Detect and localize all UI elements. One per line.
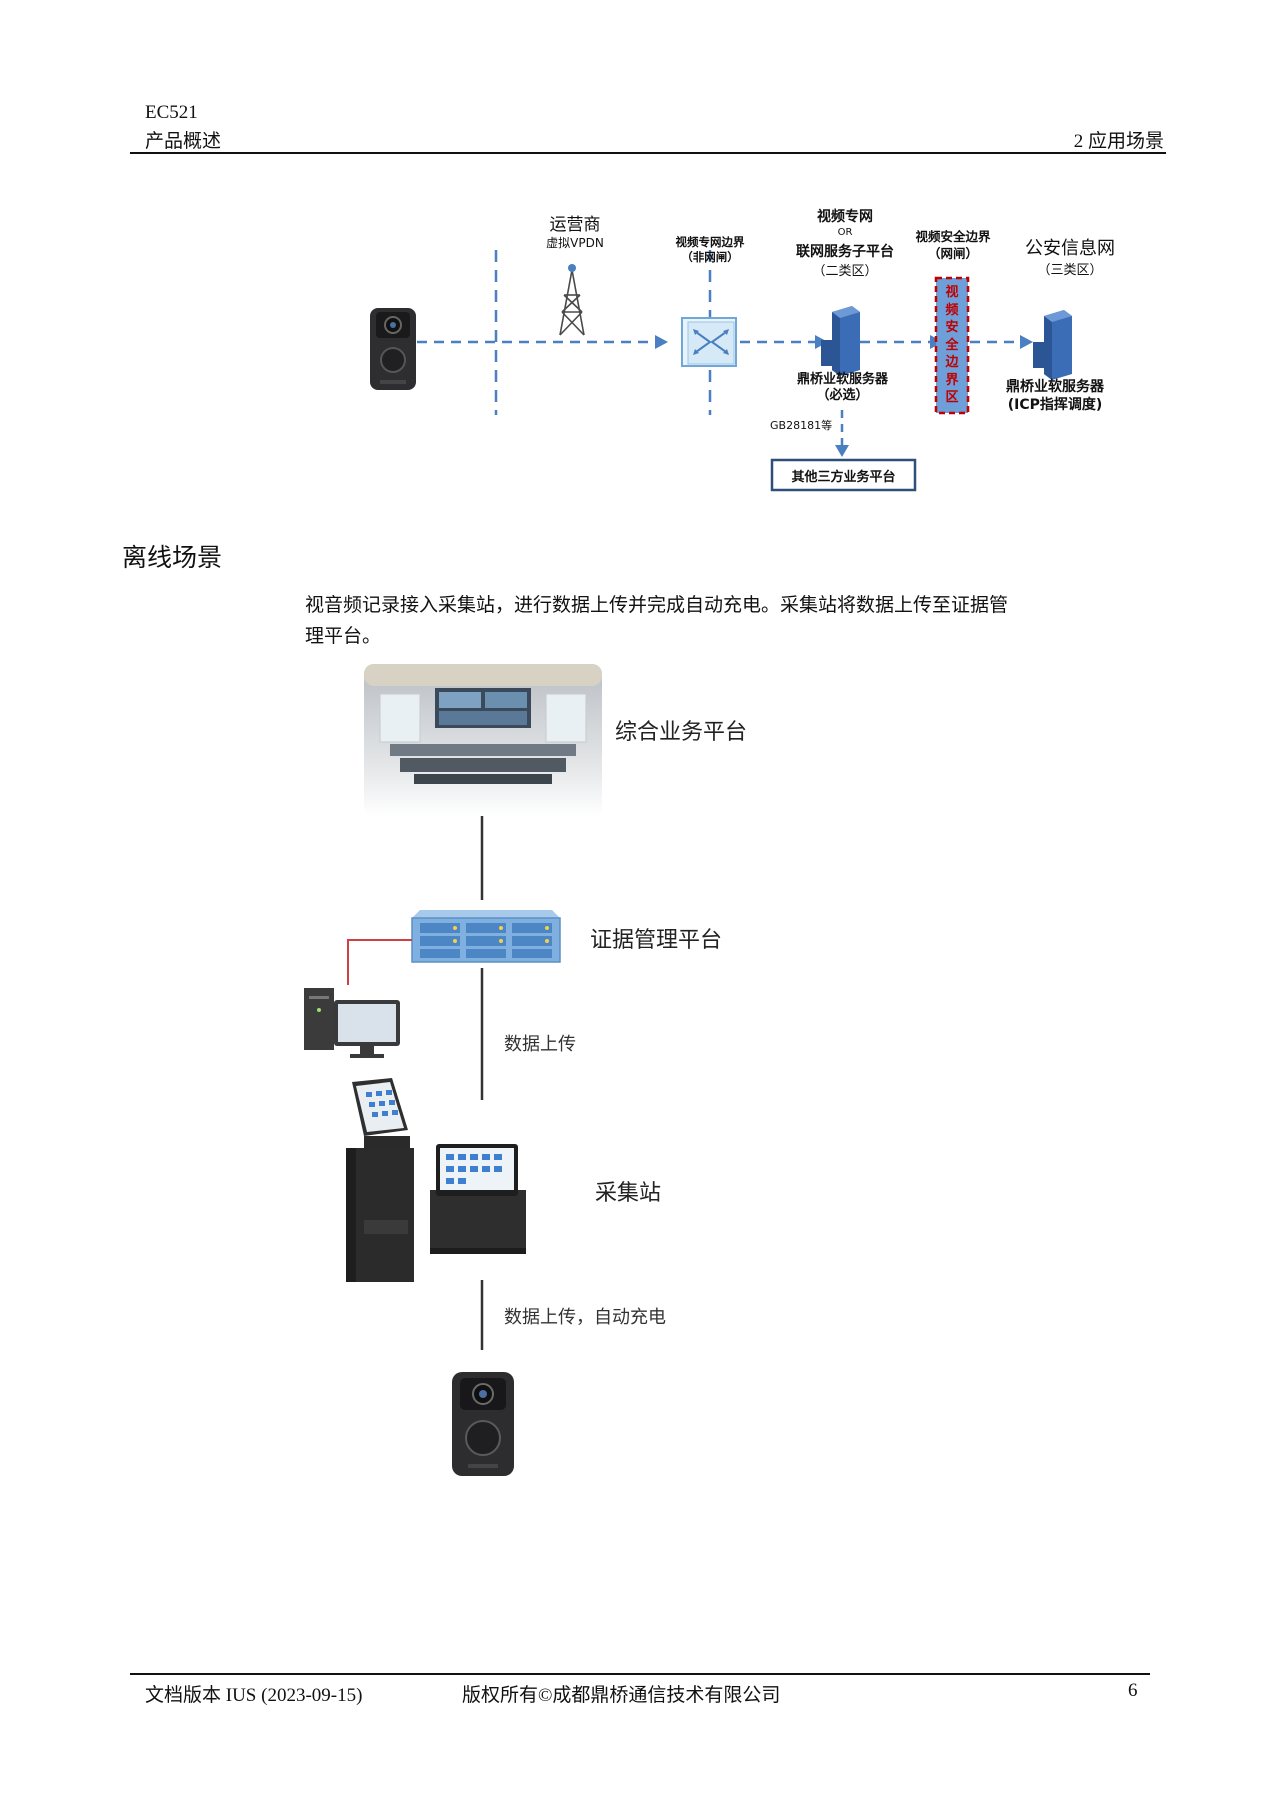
server2-note: (ICP指挥调度)	[1007, 397, 1103, 413]
desktop-station-icon	[430, 1144, 526, 1254]
footer-version: 文档版本 IUS (2023-09-15)	[145, 1685, 363, 1706]
server2-label: 鼎桥业软服务器	[1006, 379, 1104, 395]
boundary2-sub: （网闸）	[927, 246, 978, 261]
evidence-server-icon	[411, 910, 561, 963]
flow-arrow-down	[835, 445, 849, 457]
paragraph-line-1: 视音频记录接入采集站，进行数据上传并完成自动充电。采集站将数据上传至证据管	[305, 594, 1009, 616]
cell-tower-icon	[559, 264, 585, 336]
offline-diagram: 综合业务平台 证据管理平台 数据上传 采集站 数据上传，自动充电	[290, 660, 790, 1480]
boundary1-sub: （非网闸）	[681, 250, 739, 264]
section-title: 离线场景	[122, 543, 223, 572]
network-diagram: 运营商 虚拟VPDN 视频专网边界 （非网闸） 视频专网 OR 联网服务子平台 …	[350, 200, 1150, 500]
server-icon-2	[1033, 310, 1072, 380]
offline-diagram-graphics	[304, 664, 602, 1476]
switch-icon	[681, 317, 737, 367]
body-camera-icon	[370, 308, 416, 390]
control-room-image	[364, 664, 602, 816]
section-paragraph: 视音频记录接入采集站，进行数据上传并完成自动充电。采集站将数据上传至证据管 理平…	[305, 590, 1145, 652]
evidence-label: 证据管理平台	[590, 928, 723, 953]
header-rule	[130, 152, 1166, 154]
boundary2-title: 视频安全边界	[915, 229, 991, 244]
header-section: 2 应用场景	[1073, 131, 1164, 152]
server-icon-1	[821, 306, 860, 376]
server1-label: 鼎桥业软服务器	[796, 372, 888, 387]
network-cable	[347, 939, 412, 985]
third-party-label: 其他三方业务平台	[791, 470, 896, 485]
operator-sub: 虚拟VPDN	[546, 236, 604, 250]
upload-label: 数据上传	[504, 1034, 576, 1055]
paragraph-line-2: 理平台。	[305, 625, 382, 647]
net-or: OR	[837, 227, 853, 238]
station-label: 采集站	[595, 1181, 662, 1206]
computer-icon	[304, 988, 400, 1058]
police-title: 公安信息网	[1025, 238, 1115, 259]
net-sub1: 联网服务子平台	[796, 244, 894, 260]
security-zone-box	[934, 276, 970, 415]
header-chapter: 产品概述	[145, 131, 222, 152]
police-sub: （三类区）	[1037, 263, 1103, 278]
zone-vertical-text: 视 频 安 全 边 界 区	[945, 285, 959, 405]
footer-page-number: 6	[1128, 1680, 1138, 1701]
operator-title: 运营商	[549, 215, 601, 235]
collection-kiosk-icon	[346, 1078, 414, 1282]
header-model: EC521	[145, 102, 198, 123]
body-camera-icon-offline	[452, 1372, 514, 1476]
platform-label: 综合业务平台	[615, 720, 748, 745]
charge-label: 数据上传，自动充电	[504, 1307, 666, 1328]
boundary1-title: 视频专网边界	[675, 235, 745, 249]
protocol-label: GB28181等	[770, 419, 833, 432]
network-diagram-lines	[370, 250, 1072, 492]
flow-arrow-1	[655, 335, 668, 349]
third-party-box	[770, 458, 917, 492]
footer-rule	[130, 1673, 1150, 1675]
net-sub2: （二类区）	[812, 264, 878, 279]
net-title: 视频专网	[817, 209, 873, 225]
server1-note: （必选）	[816, 388, 869, 403]
flow-arrow-4	[1020, 335, 1033, 349]
footer-copyright: 版权所有©成都鼎桥通信技术有限公司	[462, 1685, 781, 1706]
